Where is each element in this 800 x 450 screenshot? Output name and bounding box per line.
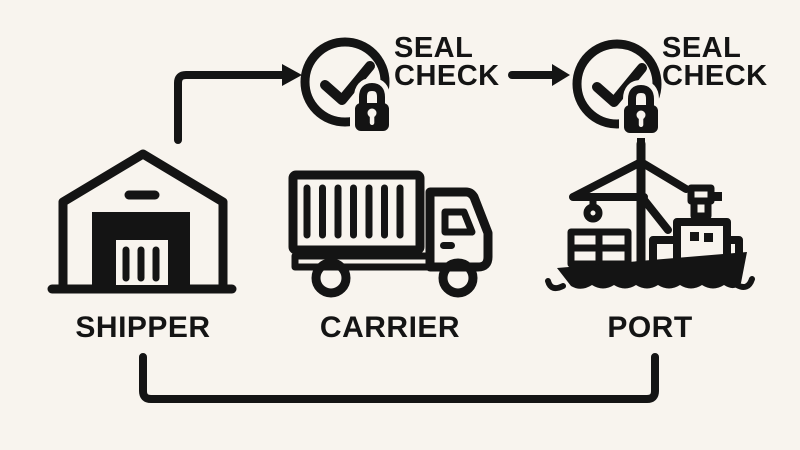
seal-check-icon bbox=[300, 37, 394, 136]
check-circle-icon bbox=[300, 37, 390, 127]
checkmark-icon bbox=[592, 63, 647, 107]
edge-shipper-to-port-bracket bbox=[139, 353, 659, 403]
seal-check-1-label: SEAL CHECK bbox=[394, 32, 500, 92]
node-label-shipper: SHIPPER bbox=[75, 311, 211, 344]
wave-icon bbox=[545, 278, 566, 292]
check-circle-icon bbox=[572, 39, 662, 129]
node-label-carrier: CARRIER bbox=[319, 311, 461, 344]
seal-check-2-label: SEAL CHECK bbox=[662, 32, 768, 92]
edge-seal1-to-seal2 bbox=[508, 64, 570, 86]
wave-icon bbox=[734, 276, 755, 290]
seal-check-label-line1: SEAL bbox=[394, 32, 474, 64]
ship-icon bbox=[545, 140, 755, 292]
seal-check-label-line2: CHECK bbox=[394, 60, 500, 92]
warehouse-icon bbox=[47, 149, 237, 294]
wheel-icon bbox=[311, 258, 351, 298]
edge-shipper-to-seal1 bbox=[174, 64, 302, 144]
truck-icon bbox=[288, 170, 493, 298]
seal-check-label-line1: SEAL bbox=[662, 32, 742, 64]
arrowhead-icon bbox=[282, 64, 302, 86]
node-label-port: PORT bbox=[607, 311, 693, 344]
arrowhead-icon bbox=[552, 64, 570, 86]
seal-check-icon bbox=[572, 39, 663, 138]
checkmark-icon bbox=[320, 61, 375, 105]
wheel-icon bbox=[438, 258, 478, 298]
padlock-icon bbox=[619, 80, 663, 138]
seal-check-label-line2: CHECK bbox=[662, 60, 768, 92]
padlock-icon bbox=[350, 78, 394, 136]
